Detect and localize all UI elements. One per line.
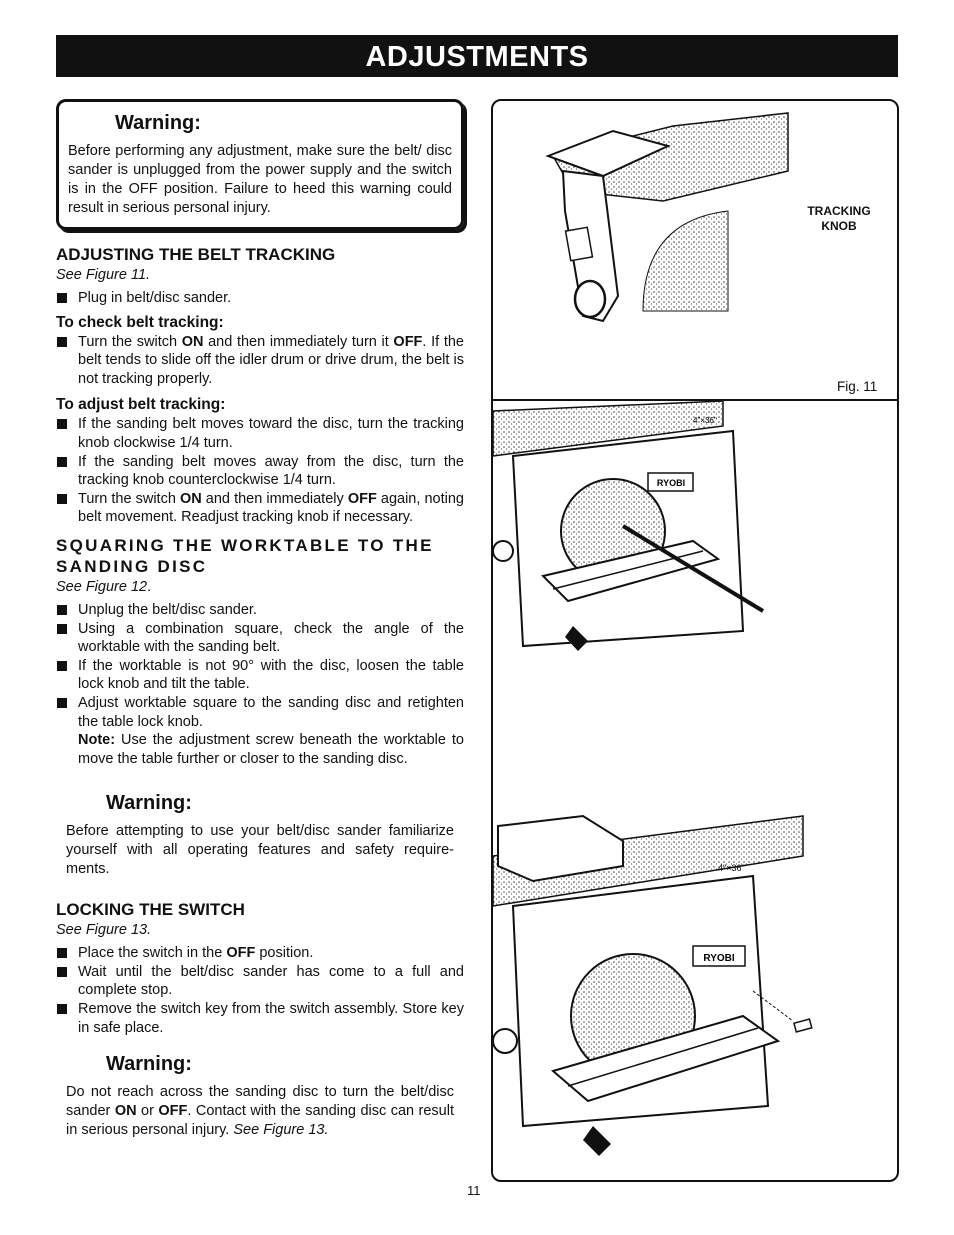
sanding-disc bbox=[642, 210, 729, 312]
left-column: Warning: Before performing any adjustmen… bbox=[56, 99, 464, 1140]
section-heading-belt-tracking: ADJUSTING THE BELT TRACKING bbox=[56, 245, 336, 264]
svg-text:RYOBI: RYOBI bbox=[657, 478, 685, 488]
figure-11-illustration bbox=[545, 112, 789, 323]
section-heading-locking-switch: LOCKING THE SWITCH bbox=[56, 900, 245, 920]
warning-text: Before performing any adjustment, make s… bbox=[68, 143, 452, 216]
warning-block: Warning: Before attempting to use your b… bbox=[56, 792, 464, 879]
list-item: If the sanding belt moves away from the … bbox=[56, 453, 464, 490]
sanding-belt bbox=[493, 401, 724, 457]
switch-key-icon bbox=[793, 1018, 813, 1033]
list-item: Turn the switch ON and then immediately … bbox=[56, 333, 464, 389]
square-bullet-icon bbox=[57, 1004, 67, 1015]
table-lock-knob-icon bbox=[565, 626, 588, 651]
list-item: Unplug the belt/disc sander. bbox=[56, 601, 464, 620]
section-heading-squaring: SQUARING THE WORKTABLE TO THE SANDING DI… bbox=[56, 535, 434, 576]
square-bullet-icon bbox=[57, 660, 67, 671]
square-bullet-icon bbox=[57, 493, 67, 504]
warning-block: Warning: Do not reach across the sanding… bbox=[56, 1053, 464, 1140]
platen-guard bbox=[497, 814, 624, 883]
list-item: If the sanding belt moves toward the dis… bbox=[56, 415, 464, 452]
warning-title: Warning: bbox=[106, 1053, 192, 1076]
sanding-belt bbox=[493, 815, 804, 907]
square-bullet-icon bbox=[57, 336, 67, 347]
table-lock-knob-icon bbox=[583, 1126, 611, 1156]
page-number: 11 bbox=[467, 1183, 481, 1198]
worktable bbox=[550, 1014, 781, 1103]
bullet-list: Turn the switch ON and then immediately … bbox=[56, 333, 464, 389]
warning-box: Warning: Before performing any adjustmen… bbox=[56, 99, 464, 230]
figures-panel: TRACKING KNOB Fig. 11 RYOBI 4"×36" RYOBI… bbox=[491, 99, 899, 1182]
svg-text:4"×36": 4"×36" bbox=[693, 416, 717, 425]
removal-guide-line bbox=[752, 990, 794, 1022]
bullet-list: Unplug the belt/disc sander. Using a com… bbox=[56, 601, 464, 731]
dust-port-icon bbox=[493, 1028, 518, 1054]
bullet-list: If the sanding belt moves toward the dis… bbox=[56, 415, 464, 527]
warning-title: Warning: bbox=[106, 792, 192, 815]
list-item: Using a combination square, check the an… bbox=[56, 620, 464, 657]
warning-title: Warning: bbox=[115, 112, 201, 134]
subheading-adjust-tracking: To adjust belt tracking: bbox=[56, 396, 226, 414]
figure-13-illustration: RYOBI 4"×36" bbox=[493, 814, 813, 1156]
dust-port-icon bbox=[493, 540, 514, 562]
square-bullet-icon bbox=[57, 604, 67, 615]
square-bullet-icon bbox=[57, 293, 67, 303]
square-bullet-icon bbox=[57, 623, 67, 634]
brand-plate bbox=[692, 945, 746, 967]
figure-reference: See Figure 13. bbox=[56, 922, 152, 939]
svg-text:4"×36": 4"×36" bbox=[718, 863, 745, 873]
list-item: If the worktable is not 90° with the dis… bbox=[56, 657, 464, 694]
tracking-knob-label: TRACKING KNOB bbox=[807, 204, 871, 233]
square-bullet-icon bbox=[57, 456, 67, 467]
subheading-check-tracking: To check belt tracking: bbox=[56, 313, 224, 331]
page-title: ADJUSTMENTS bbox=[56, 35, 898, 77]
square-bullet-icon bbox=[57, 966, 67, 977]
combination-square bbox=[621, 524, 765, 613]
bullet-list: Plug in belt/disc sander. bbox=[56, 289, 464, 308]
platen-guard bbox=[545, 129, 671, 178]
bullet-list: Place the switch in the OFF position. Wa… bbox=[56, 944, 464, 1037]
square-bullet-icon bbox=[57, 948, 67, 959]
belt-label bbox=[564, 226, 594, 262]
warning-text: Do not reach across the sanding disc to … bbox=[66, 1084, 454, 1139]
figure-12-illustration: RYOBI 4"×36" bbox=[493, 401, 765, 651]
square-bullet-icon bbox=[57, 419, 67, 430]
brand-plate bbox=[647, 472, 694, 492]
miter-slot bbox=[567, 1027, 759, 1087]
figure-divider bbox=[493, 399, 897, 401]
tracking-knob-icon bbox=[573, 279, 607, 319]
list-item: Adjust worktable square to the sanding d… bbox=[56, 694, 464, 731]
figure-reference: See Figure 12. bbox=[56, 578, 152, 595]
list-item: Remove the switch key from the switch as… bbox=[56, 1000, 464, 1037]
list-item: Place the switch in the OFF position. bbox=[56, 944, 464, 963]
warning-text: Before attempting to use your belt/disc … bbox=[66, 823, 454, 878]
square-bullet-icon bbox=[57, 697, 67, 708]
svg-text:RYOBI: RYOBI bbox=[703, 953, 735, 964]
figure-reference: See Figure 11. bbox=[56, 267, 151, 283]
list-item: Plug in belt/disc sander. bbox=[56, 289, 464, 308]
note-text: Note: Use the adjustment screw beneath t… bbox=[78, 732, 464, 767]
figure-caption: Fig. 11 bbox=[837, 379, 878, 394]
list-item: Wait until the belt/disc sander has come… bbox=[56, 963, 464, 1000]
list-item: Turn the switch ON and then immediately … bbox=[56, 490, 464, 527]
